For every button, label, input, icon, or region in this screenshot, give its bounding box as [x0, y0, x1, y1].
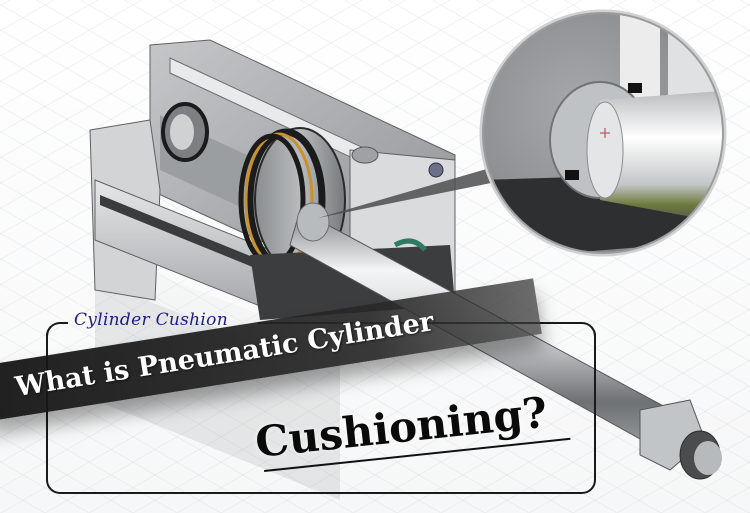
subtitle-label: Cylinder Cushion	[74, 310, 228, 330]
magnified-inset	[479, 9, 727, 257]
